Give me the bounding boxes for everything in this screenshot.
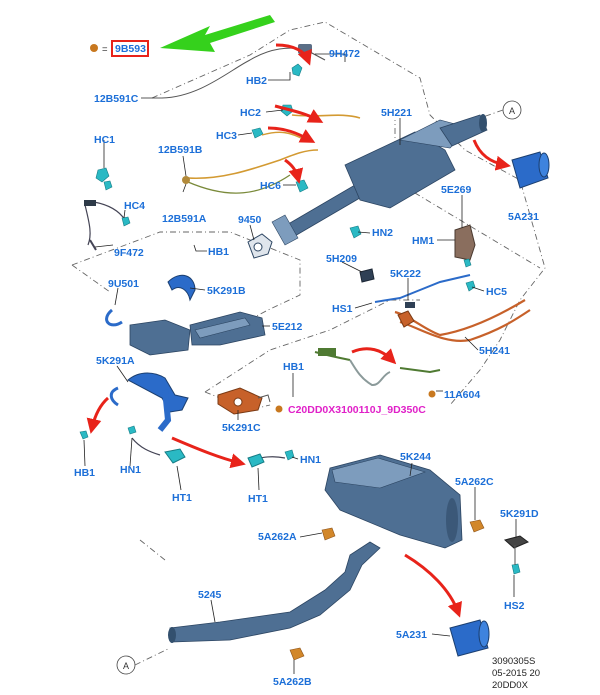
label-5H241[interactable]: 5H241 (479, 345, 510, 357)
footer-line-1: 3090305S (492, 656, 535, 667)
label-5A262C[interactable]: 5A262C (455, 476, 494, 488)
label-HB1-mid[interactable]: HB1 (283, 361, 304, 373)
label-5H221[interactable]: 5H221 (381, 107, 412, 119)
part-labels: 9H472 HB2 12B591C HC2 5H221 HC3 HC1 12B5… (74, 48, 539, 688)
hanger-5K291A[interactable] (79, 372, 246, 469)
label-9B593[interactable]: 9B593 (115, 43, 146, 55)
label-12B591C[interactable]: 12B591C (94, 93, 139, 105)
bronze-dot-icon (90, 44, 98, 52)
label-5A262B[interactable]: 5A262B (273, 676, 312, 688)
label-HC3[interactable]: HC3 (216, 130, 237, 142)
label-HS2[interactable]: HS2 (504, 600, 525, 612)
label-HC4[interactable]: HC4 (124, 200, 145, 212)
label-5H209[interactable]: 5H209 (326, 253, 357, 265)
label-HB1-left[interactable]: HB1 (74, 467, 95, 479)
highlight-box (111, 40, 149, 57)
sensor-harness-top (161, 43, 326, 99)
label-5A231-bottom[interactable]: 5A231 (396, 629, 427, 641)
label-HN1-right[interactable]: HN1 (300, 454, 321, 466)
tailpipe-5245[interactable] (168, 527, 381, 661)
sensor-harness-left (84, 167, 131, 251)
sensor-HN1-right[interactable] (247, 449, 295, 468)
pipe-assembly-5H241[interactable] (359, 268, 531, 342)
label-HC5[interactable]: HC5 (486, 286, 507, 298)
legend-equals: = (102, 44, 108, 55)
label-5K291C[interactable]: 5K291C (222, 422, 261, 434)
label-5K291D[interactable]: 5K291D (500, 508, 539, 520)
sensor-harness-orange (182, 104, 361, 194)
label-HT1-left[interactable]: HT1 (172, 492, 192, 504)
label-HC6[interactable]: HC6 (260, 180, 281, 192)
label-9F472[interactable]: 9F472 (114, 247, 144, 259)
label-HM1[interactable]: HM1 (412, 235, 434, 247)
svg-text:A: A (123, 661, 129, 671)
label-HB1-top[interactable]: HB1 (208, 246, 229, 258)
label-C20DD0X3100110J-9D350C[interactable]: C20DD0X3100110J_9D350C (288, 404, 426, 416)
label-5E212[interactable]: 5E212 (272, 321, 303, 333)
bracket-5E269[interactable] (349, 224, 476, 268)
label-HN2[interactable]: HN2 (372, 227, 393, 239)
label-5K222[interactable]: 5K222 (390, 268, 421, 280)
gasket-9450[interactable] (247, 233, 273, 259)
label-12B591A[interactable]: 12B591A (162, 213, 207, 225)
clamp-5A231-bottom[interactable] (404, 553, 490, 657)
label-5A262A[interactable]: 5A262A (258, 531, 297, 543)
ref-A-bottom[interactable]: A (116, 655, 136, 675)
label-HC2[interactable]: HC2 (240, 107, 261, 119)
label-9U501[interactable]: 9U501 (108, 278, 139, 290)
hanger-5K291C[interactable] (217, 387, 271, 415)
label-5245[interactable]: 5245 (198, 589, 222, 601)
label-5K291B[interactable]: 5K291B (207, 285, 246, 297)
catalyst-5E212[interactable] (105, 308, 266, 356)
label-5K244[interactable]: 5K244 (400, 451, 431, 463)
label-12B591B[interactable]: 12B591B (158, 144, 203, 156)
dpf-assembly[interactable] (271, 114, 488, 246)
label-9H472[interactable]: 9H472 (329, 48, 360, 60)
svg-text:A: A (509, 106, 515, 116)
footer-line-3: 20DD0X (492, 680, 529, 691)
clamp-5A231-top[interactable] (472, 139, 550, 189)
label-HS1[interactable]: HS1 (332, 303, 353, 315)
muffler-5K244[interactable] (324, 454, 463, 549)
label-5E269[interactable]: 5E269 (441, 184, 472, 196)
sensor-11A604[interactable] (275, 347, 441, 413)
footer-line-2: 05-2015 20 (492, 668, 540, 679)
label-9450[interactable]: 9450 (238, 214, 262, 226)
label-HN1-left[interactable]: HN1 (120, 464, 141, 476)
label-HT1-right[interactable]: HT1 (248, 493, 268, 505)
hangers-rear[interactable] (469, 519, 529, 575)
hanger-5K291B[interactable] (167, 274, 196, 302)
legend: = 9B593 (90, 40, 149, 57)
ref-A-top[interactable]: A (502, 100, 522, 120)
leader-lines (83, 53, 517, 674)
green-arrow-icon (160, 15, 275, 52)
label-HC1[interactable]: HC1 (94, 134, 115, 146)
label-5A231-top[interactable]: 5A231 (508, 211, 539, 223)
label-5K291A[interactable]: 5K291A (96, 355, 135, 367)
diagram-footer: 3090305S 05-2015 20 20DD0X (492, 656, 540, 691)
label-HB2[interactable]: HB2 (246, 75, 267, 87)
label-11A604[interactable]: 11A604 (444, 389, 480, 401)
